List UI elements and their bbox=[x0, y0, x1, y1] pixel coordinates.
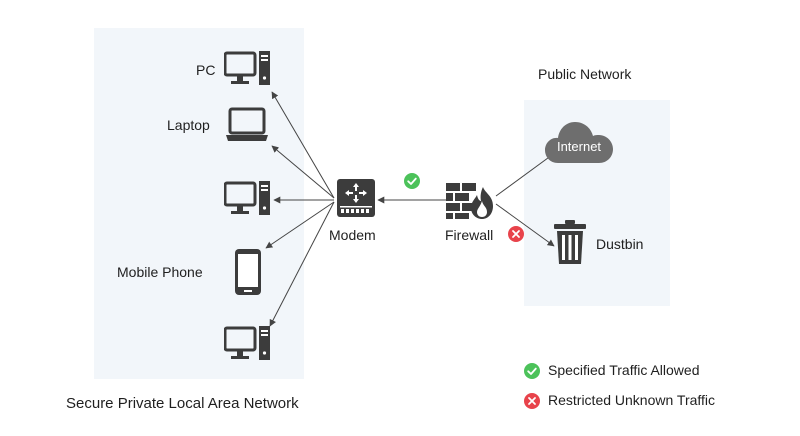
link-modem-desktop-2 bbox=[269, 201, 335, 327]
desktop-icon-bottom bbox=[223, 325, 272, 368]
allowed-check-icon bbox=[404, 173, 420, 194]
legend-restricted-icon bbox=[524, 393, 540, 414]
desktop-icon bbox=[223, 180, 272, 223]
dustbin-icon bbox=[553, 219, 587, 270]
firewall-label: Firewall bbox=[445, 227, 494, 243]
link-internet-firewall bbox=[495, 154, 553, 197]
lan-label: Secure Private Local Area Network bbox=[66, 395, 299, 412]
mobile-phone-icon bbox=[233, 248, 263, 301]
mobile-phone-label: Mobile Phone bbox=[117, 264, 203, 280]
legend-allowed-icon bbox=[524, 363, 540, 384]
pc-label: PC bbox=[196, 62, 216, 78]
link-modem-laptop bbox=[271, 145, 335, 199]
modem-icon bbox=[335, 178, 377, 223]
internet-label: Internet bbox=[556, 139, 602, 154]
legend-restricted-label: Restricted Unknown Traffic bbox=[548, 392, 716, 408]
internet-cloud-icon: Internet bbox=[544, 117, 614, 172]
dustbin-label: Dustbin bbox=[596, 236, 644, 252]
modem-label: Modem bbox=[329, 227, 376, 243]
laptop-label: Laptop bbox=[167, 117, 210, 133]
legend-allowed-label: Specified Traffic Allowed bbox=[548, 362, 700, 378]
link-firewall-dustbin bbox=[495, 203, 555, 247]
restricted-x-icon bbox=[508, 226, 524, 247]
firewall-icon bbox=[445, 182, 495, 225]
laptop-icon bbox=[224, 107, 270, 148]
link-modem-pc bbox=[271, 91, 335, 199]
public-network-panel bbox=[524, 100, 670, 306]
pc-icon bbox=[223, 50, 272, 93]
public-network-label: Public Network bbox=[538, 66, 632, 82]
link-modem-mobile bbox=[265, 201, 335, 249]
